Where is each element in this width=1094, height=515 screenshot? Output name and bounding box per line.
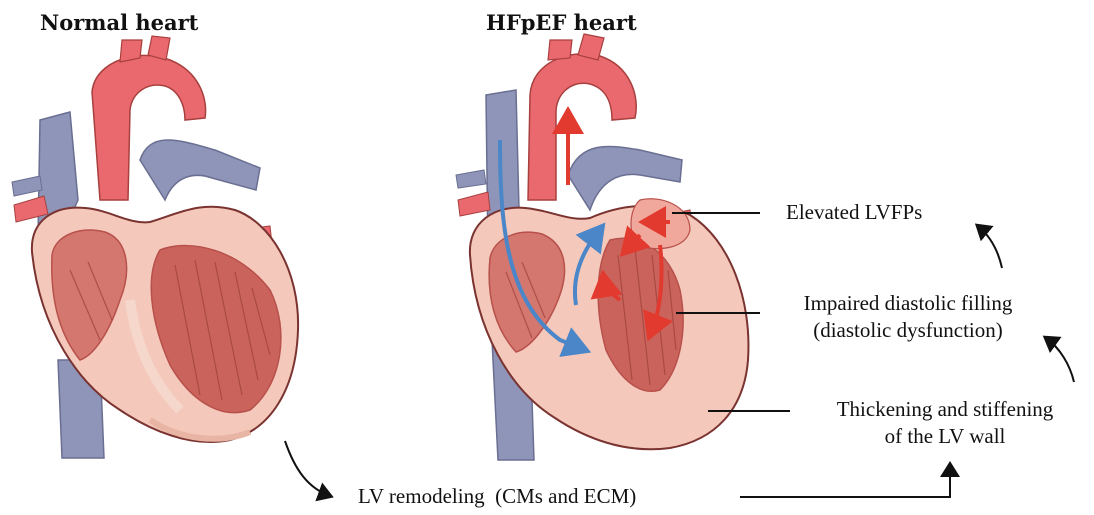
remodeling-to-thickening-arrow — [740, 465, 950, 497]
impaired-filling-line1: Impaired diastolic filling — [768, 290, 1048, 317]
normal-pulmonary-artery — [140, 140, 260, 200]
remodeling-label: LV remodeling (CMs and ECM) — [358, 483, 636, 510]
impaired-filling-label: Impaired diastolic filling (diastolic dy… — [768, 290, 1048, 344]
hfpef-heart-illustration — [456, 34, 748, 460]
normal-aorta — [92, 55, 206, 200]
thickening-label: Thickening and stiffening of the LV wall — [804, 396, 1086, 450]
elevated-lvfps-label: Elevated LVFPs — [786, 199, 922, 226]
normal-heart-illustration — [12, 36, 298, 458]
impaired-filling-line2: (diastolic dysfunction) — [768, 317, 1048, 344]
normal-to-remodeling-arrow — [285, 441, 330, 496]
thickening-line2: of the LV wall — [804, 423, 1086, 450]
thickening-to-impaired-arrow — [1046, 338, 1074, 382]
thickening-line1: Thickening and stiffening — [804, 396, 1086, 423]
impaired-to-elevated-arrow — [978, 226, 1002, 268]
